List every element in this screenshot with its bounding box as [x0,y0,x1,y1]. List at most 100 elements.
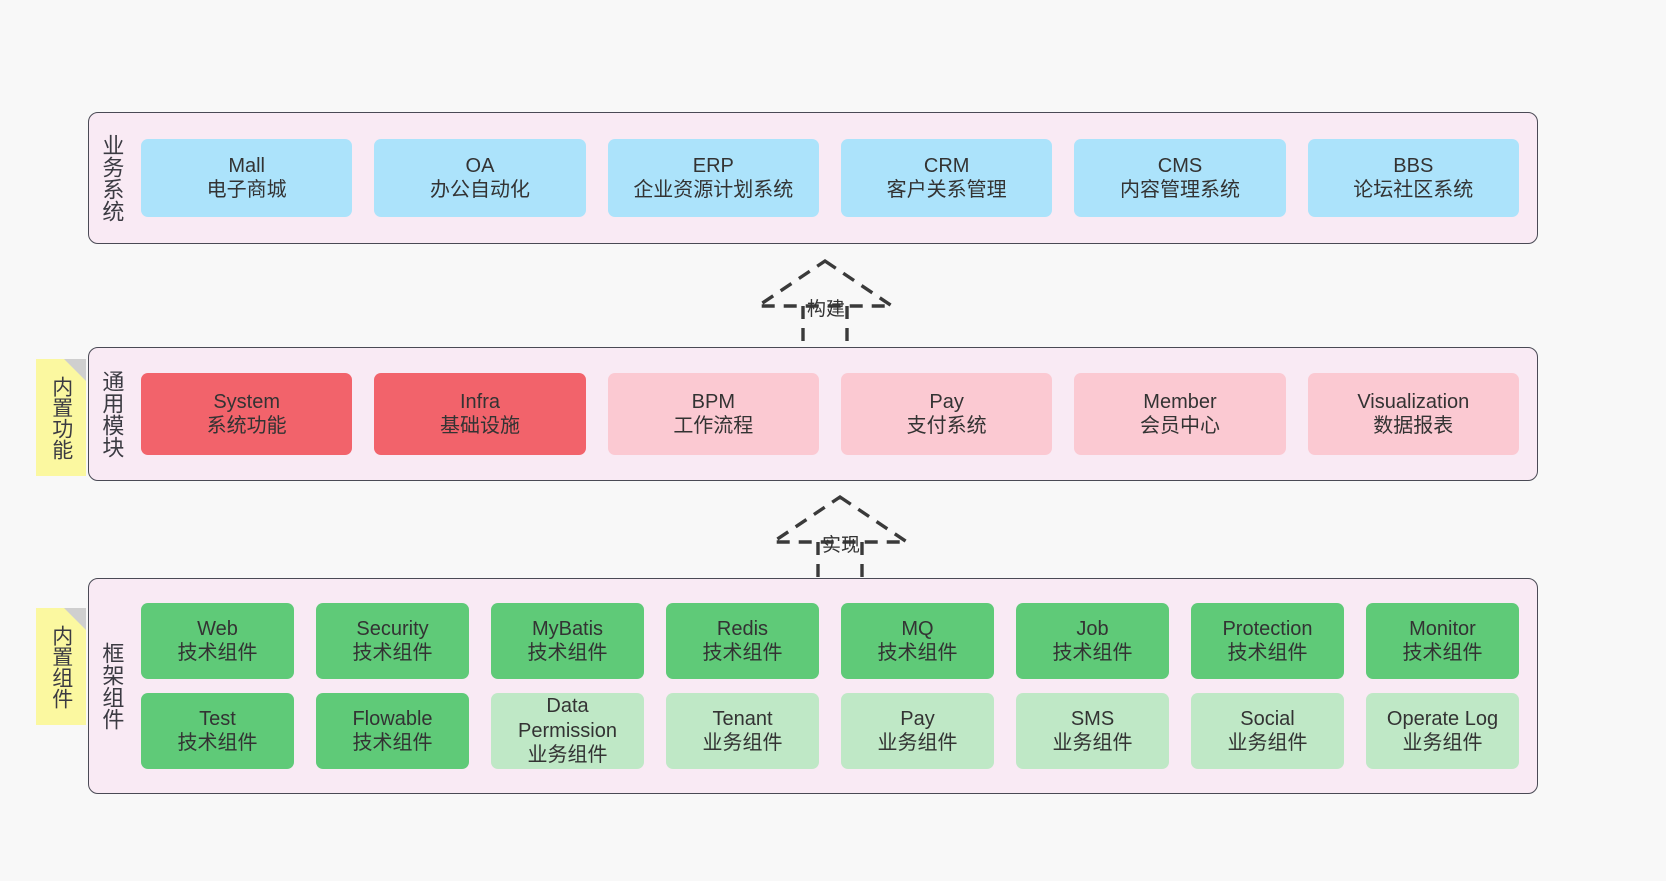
node-title: Monitor [1409,617,1476,640]
sticky-note-builtin-features: 内置功能 [36,359,86,476]
node-system[interactable]: System 系统功能 [141,373,353,455]
node-title: MQ [901,617,934,640]
layer-title-business-systems: 业务系统 [99,134,125,222]
node-infra[interactable]: Infra 基础设施 [374,373,586,455]
node-subtitle: 技术组件 [177,732,258,754]
node-row: System 系统功能 Infra 基础设施 BPM 工作流程 Pay 支付系统… [141,373,1519,455]
sticky-note-builtin-components: 内置组件 [36,608,86,725]
node-subtitle: 技术组件 [877,642,958,664]
node-subtitle: 企业资源计划系统 [633,179,794,201]
node-protection[interactable]: Protection 技术组件 [1191,603,1344,679]
layer-business-systems: 业务系统 Mall 电子商城 OA 办公自动化 ERP 企业资源计划系统 CRM… [88,112,1538,244]
node-row: Test 技术组件 Flowable 技术组件 Data Permission … [141,693,1519,769]
node-job[interactable]: Job 技术组件 [1016,603,1169,679]
node-pay-component[interactable]: Pay 业务组件 [841,693,994,769]
layer-framework-components: 框架组件 Web 技术组件 Security 技术组件 MyBatis 技术组件… [88,578,1538,794]
node-title: Data Permission [518,695,617,742]
node-security[interactable]: Security 技术组件 [316,603,469,679]
node-title: Flowable [352,707,433,730]
node-mybatis[interactable]: MyBatis 技术组件 [491,603,644,679]
node-crm[interactable]: CRM 客户关系管理 [840,139,1053,217]
node-subtitle: 数据报表 [1373,415,1454,437]
node-bbs[interactable]: BBS 论坛社区系统 [1307,139,1519,217]
node-subtitle: 系统功能 [206,415,287,437]
node-title: Member [1143,390,1217,413]
node-flowable[interactable]: Flowable 技术组件 [316,693,469,769]
node-subtitle: 业务组件 [877,732,958,754]
node-sms[interactable]: SMS 业务组件 [1016,693,1169,769]
node-title: Redis [716,617,769,640]
node-title: Security [356,617,429,640]
node-redis[interactable]: Redis 技术组件 [666,603,819,679]
layer-body-business-systems: Mall 电子商城 OA 办公自动化 ERP 企业资源计划系统 CRM 客户关系… [133,113,1537,243]
layer-body-common-modules: System 系统功能 Infra 基础设施 BPM 工作流程 Pay 支付系统… [133,348,1537,480]
layer-title-framework-components: 框架组件 [99,642,125,730]
sticky-note-label: 内置功能 [49,375,73,460]
node-title: Mall [228,154,265,177]
note-fold-corner-icon [64,359,86,381]
node-subtitle: 技术组件 [352,642,433,664]
node-title: Tenant [712,707,773,730]
layer-common-modules: 通用模块 System 系统功能 Infra 基础设施 BPM 工作流程 Pay… [88,347,1538,481]
node-tenant[interactable]: Tenant 业务组件 [666,693,819,769]
node-title: MyBatis [531,617,604,640]
node-title: Social [1240,707,1295,730]
node-subtitle: 会员中心 [1139,415,1220,437]
node-oa[interactable]: OA 办公自动化 [374,139,586,217]
node-subtitle: 技术组件 [177,642,258,664]
node-pay-module[interactable]: Pay 支付系统 [840,373,1053,455]
connector-implement-label: 实现 [822,535,861,556]
layer-title-common-modules: 通用模块 [99,370,125,458]
node-visualization[interactable]: Visualization 数据报表 [1307,373,1519,455]
node-title: Protection [1222,617,1313,640]
node-row: Mall 电子商城 OA 办公自动化 ERP 企业资源计划系统 CRM 客户关系… [141,139,1519,217]
node-title: Pay [900,707,935,730]
node-mall[interactable]: Mall 电子商城 [141,139,353,217]
sticky-note-label: 内置组件 [49,624,73,709]
node-subtitle: 电子商城 [206,179,287,201]
node-bpm[interactable]: BPM 工作流程 [607,373,819,455]
node-data-permission[interactable]: Data Permission 业务组件 [491,693,644,769]
node-monitor[interactable]: Monitor 技术组件 [1366,603,1519,679]
node-row: Web 技术组件 Security 技术组件 MyBatis 技术组件 Redi… [141,603,1519,679]
node-title: Infra [459,390,500,413]
node-operate-log[interactable]: Operate Log 业务组件 [1366,693,1519,769]
node-subtitle: 技术组件 [702,642,783,664]
node-title: Web [197,617,238,640]
generalization-arrow-icon [752,258,898,348]
node-cms[interactable]: CMS 内容管理系统 [1074,139,1286,217]
note-fold-corner-icon [64,608,86,630]
node-title: OA [465,154,495,177]
node-title: CRM [923,154,970,177]
node-subtitle: 办公自动化 [429,179,530,201]
layer-body-framework-components: Web 技术组件 Security 技术组件 MyBatis 技术组件 Redi… [133,579,1537,793]
generalization-arrow-icon [767,494,913,584]
node-title: Test [199,707,236,730]
node-subtitle: 业务组件 [1227,732,1308,754]
node-mq[interactable]: MQ 技术组件 [841,603,994,679]
node-title: ERP [692,154,734,177]
node-web[interactable]: Web 技术组件 [141,603,294,679]
node-title: SMS [1070,707,1115,730]
connector-implement: 实现 [767,494,920,586]
node-subtitle: 业务组件 [1052,732,1133,754]
node-title: BPM [691,390,735,413]
node-subtitle: 内容管理系统 [1119,179,1240,201]
node-subtitle: 论坛社区系统 [1353,179,1474,201]
node-subtitle: 业务组件 [527,744,608,767]
node-subtitle: 技术组件 [1227,642,1308,664]
connector-build-label: 构建 [807,299,846,320]
node-test[interactable]: Test 技术组件 [141,693,294,769]
node-erp[interactable]: ERP 企业资源计划系统 [607,139,819,217]
node-subtitle: 技术组件 [1402,642,1483,664]
node-member[interactable]: Member 会员中心 [1074,373,1286,455]
node-subtitle: 工作流程 [673,415,754,437]
node-subtitle: 客户关系管理 [886,179,1007,201]
node-title: System [213,390,280,413]
node-title: Visualization [1357,390,1470,413]
node-title: CMS [1157,154,1203,177]
node-subtitle: 基础设施 [439,415,520,437]
node-subtitle: 业务组件 [1402,732,1483,754]
node-social[interactable]: Social 业务组件 [1191,693,1344,769]
